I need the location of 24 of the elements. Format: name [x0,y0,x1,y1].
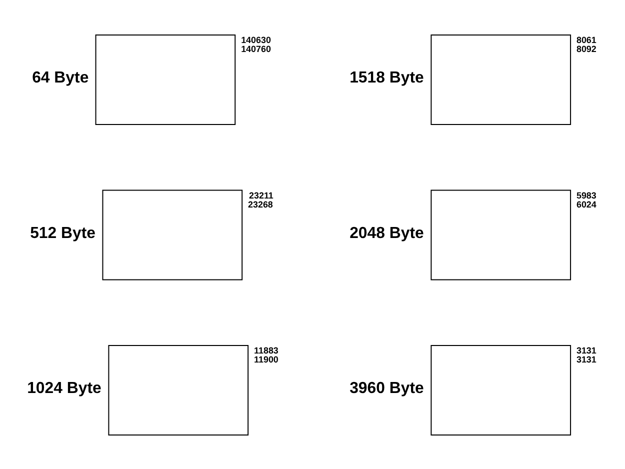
node-label: 512 Byte [30,224,96,242]
node-label: 5983 [576,190,596,200]
node-label: 2048 Byte [350,224,424,242]
node-label: 23211 [249,190,274,200]
node-box [430,344,572,436]
node-label: 11900 [254,354,278,364]
node-label: 64 Byte [32,69,89,86]
node-label: 6024 [576,198,596,209]
node-label: 3131 [576,354,596,364]
node-box [430,189,572,280]
node-box [430,34,572,125]
node-box [108,344,249,436]
node-label: 140630 [241,34,271,45]
node-label: 3960 Byte [350,380,424,397]
node-label: 11883 [254,345,278,356]
node-label: 8061 [576,34,596,45]
node-label: 1518 Byte [350,69,424,86]
node-box [102,189,243,280]
node-box [95,34,236,125]
node-label: 8092 [576,44,596,54]
node-label: 3131 [576,345,596,356]
node-label: 140760 [241,44,271,54]
node-label: 23268 [248,198,273,209]
node-label: 1024 Byte [27,380,102,397]
